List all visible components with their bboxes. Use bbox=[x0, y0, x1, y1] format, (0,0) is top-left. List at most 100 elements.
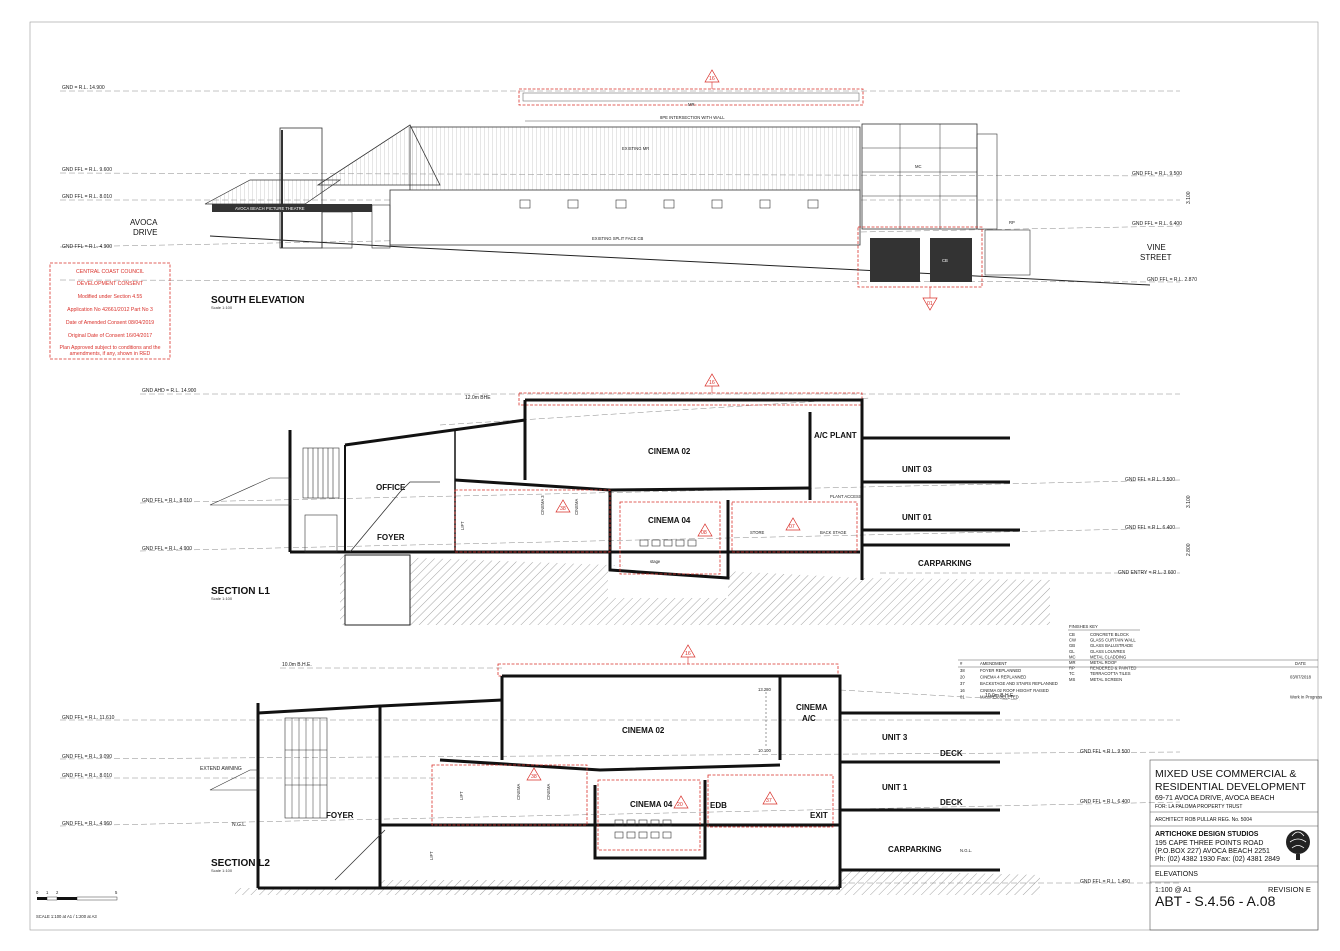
south-elevation: GND = R.L. 14.900 GND FFL = R.L. 9.600 G… bbox=[59, 69, 1197, 311]
stamp-line: Original Date of Consent 16/04/2017 bbox=[68, 333, 152, 339]
room-label: DECK bbox=[940, 749, 963, 758]
level-label: GND FFL = R.L. 9.500 bbox=[1132, 171, 1182, 177]
firm-line: 195 CAPE THREE POINTS ROAD bbox=[1155, 840, 1263, 847]
view-title: SOUTH ELEVATION bbox=[211, 295, 305, 306]
stamp-line: Date of Amended Consent 08/04/2019 bbox=[66, 320, 154, 326]
sign-label: AVOCA BEACH PICTURE THEATRE bbox=[235, 206, 305, 211]
room-label: BACK STAGE bbox=[820, 530, 847, 535]
drawing-title: ELEVATIONS bbox=[1155, 871, 1198, 878]
amendment-bubble: 38 bbox=[531, 774, 537, 780]
mr-label: MR bbox=[688, 102, 695, 107]
finish-description: METAL ROOF bbox=[1090, 660, 1117, 665]
council-consent-stamp: CENTRAL COAST COUNCIL DEVELOPMENT CONSEN… bbox=[49, 262, 171, 360]
level-label: GND FFL = R.L. 6.400 bbox=[1080, 799, 1130, 805]
room-label: STORE bbox=[750, 530, 765, 535]
finish-code: RP bbox=[1069, 666, 1075, 671]
stamp-line: Application No 42661/2012 Part No 3 bbox=[67, 307, 153, 313]
cb-label: CB bbox=[942, 258, 948, 263]
ngl-label: N.G.L. bbox=[960, 848, 972, 853]
room-label: CINEMA bbox=[796, 703, 828, 712]
room-label: FOYER bbox=[377, 533, 405, 542]
room-label: UNIT 01 bbox=[902, 513, 932, 522]
room-label: A/C PLANT bbox=[814, 431, 857, 440]
room-label: EXIT bbox=[810, 811, 828, 820]
level-label: GND FFL = R.L. 4.900 bbox=[62, 244, 112, 250]
finish-code: MC bbox=[1069, 654, 1076, 659]
amendment-date: 03/07/2018 bbox=[1290, 675, 1312, 680]
room-label: EDB bbox=[710, 801, 727, 810]
room-label: UNIT 03 bbox=[902, 465, 932, 474]
intersection-label: 8PE INTERSECTION WITH WALL bbox=[660, 115, 725, 120]
room-label: CINEMA bbox=[574, 499, 579, 515]
amendment-description: FOYER REPLANNED bbox=[980, 668, 1021, 673]
stamp-line: CENTRAL COAST COUNCIL bbox=[76, 269, 144, 275]
amendment-number: 20 bbox=[960, 675, 965, 680]
scale-tick: 2 bbox=[56, 890, 59, 895]
level-label: GND FFL = R.L. 9.500 bbox=[1125, 477, 1175, 483]
mc-label: MC bbox=[915, 164, 922, 169]
stamp-line: Modified under Section 4.55 bbox=[78, 294, 143, 300]
firm-line: (P.O.BOX 227) AVOCA BEACH 2251 bbox=[1155, 848, 1270, 855]
level-label: GND FFL = R.L. 11.610 bbox=[62, 715, 115, 721]
room-label: LIFT bbox=[460, 521, 465, 530]
dimension-label: 3.100 bbox=[1186, 495, 1192, 508]
amendment-bubble: 20 bbox=[677, 802, 683, 808]
revision: REVISION E bbox=[1268, 885, 1311, 894]
amendment-bubble: 37 bbox=[766, 798, 772, 804]
room-label: CARPARKING bbox=[888, 845, 942, 854]
level-label: GND FFL = R.L. 4.900 bbox=[142, 546, 192, 552]
room-label: CINEMA bbox=[516, 784, 521, 800]
finish-code: GL bbox=[1069, 649, 1075, 654]
project-title: RESIDENTIAL DEVELOPMENT bbox=[1155, 781, 1306, 793]
finish-description: RENDERED & PAINTED bbox=[1090, 666, 1136, 671]
room-label: UNIT 1 bbox=[882, 783, 908, 792]
room-label: A/C bbox=[802, 714, 816, 723]
finish-description: GLASS LOUVRES bbox=[1090, 649, 1125, 654]
stamp-line: amendments, if any, shown in RED bbox=[70, 351, 151, 357]
amendment-description: BACKSTAGE AND STAIRS REPLANNED bbox=[980, 681, 1058, 686]
sheet-border bbox=[29, 21, 1319, 931]
awning-label: EXTEND AWNING bbox=[200, 766, 242, 772]
amendment-bubble: 01 bbox=[927, 301, 933, 307]
finish-description: CONCRETE BLOCK bbox=[1090, 632, 1129, 637]
level-label: GND FFL = R.L. 6.400 bbox=[1132, 221, 1182, 227]
room-label: CINEMA 02 bbox=[622, 726, 665, 735]
room-label: LIFT bbox=[429, 851, 434, 860]
height-line-label: 12.0m BHE bbox=[465, 395, 491, 401]
ngl-label: N.G.L. bbox=[232, 822, 246, 828]
finish-code: MS bbox=[1069, 677, 1075, 682]
level-label: GND FFL = R.L. 8.010 bbox=[62, 773, 112, 779]
height-line-label: 10.0m B.H.E. bbox=[282, 662, 312, 668]
room-label: CINEMA 3 bbox=[540, 495, 545, 515]
project-title: MIXED USE COMMERCIAL & bbox=[1155, 768, 1296, 780]
amendment-bubble: 16 bbox=[685, 651, 691, 657]
level-label: GND FFL = R.L. 9.600 bbox=[62, 167, 112, 173]
amendment-number: 38 bbox=[960, 668, 965, 673]
room-label: OFFICE bbox=[376, 483, 406, 492]
room-label: CINEMA bbox=[546, 784, 551, 800]
amendment-description: CINEMA 02 ROOF HEIGHT RAISED bbox=[980, 688, 1049, 693]
level-label: GND FFL = R.L. 4.960 bbox=[62, 821, 112, 827]
amendment-number: 16 bbox=[960, 688, 965, 693]
view-title: SECTION L1 bbox=[211, 586, 270, 597]
architect: ARCHITECT ROB PULLAR REG. No. 5004 bbox=[1155, 817, 1252, 823]
scale-tick: 5 bbox=[115, 890, 118, 895]
level-label: GND AHD = R.L. 14.900 bbox=[142, 388, 197, 394]
project-address: 69-71 AVOCA DRIVE, AVOCA BEACH bbox=[1155, 795, 1275, 802]
level-label: GND FFL = R.L. 2.870 bbox=[1147, 277, 1197, 283]
room-label: DECK bbox=[940, 798, 963, 807]
existing-mr-label: EXISTING MR bbox=[622, 146, 649, 151]
room-label: CARPARKING bbox=[918, 559, 972, 568]
view-title: SECTION L2 bbox=[211, 858, 270, 869]
drawing-number: ABT - S.4.56 - A.08 bbox=[1155, 893, 1276, 909]
level-label: GND ENTRY = R.L. 3.600 bbox=[1118, 570, 1176, 576]
scale-bar: 0 1 2 5 SCALE 1:100 at A1 / 1:200 at A3 bbox=[36, 890, 118, 919]
level-label: GND FFL = R.L. 9.090 bbox=[62, 754, 112, 760]
height-line-label: 10.0m B.H.E. bbox=[985, 693, 1015, 699]
spot-level: 13.280 bbox=[758, 687, 771, 692]
stamp-line: DEVELOPMENT CONSENT bbox=[77, 281, 144, 287]
finish-code: TC bbox=[1069, 671, 1075, 676]
amendment-bubble: 16 bbox=[709, 76, 715, 82]
